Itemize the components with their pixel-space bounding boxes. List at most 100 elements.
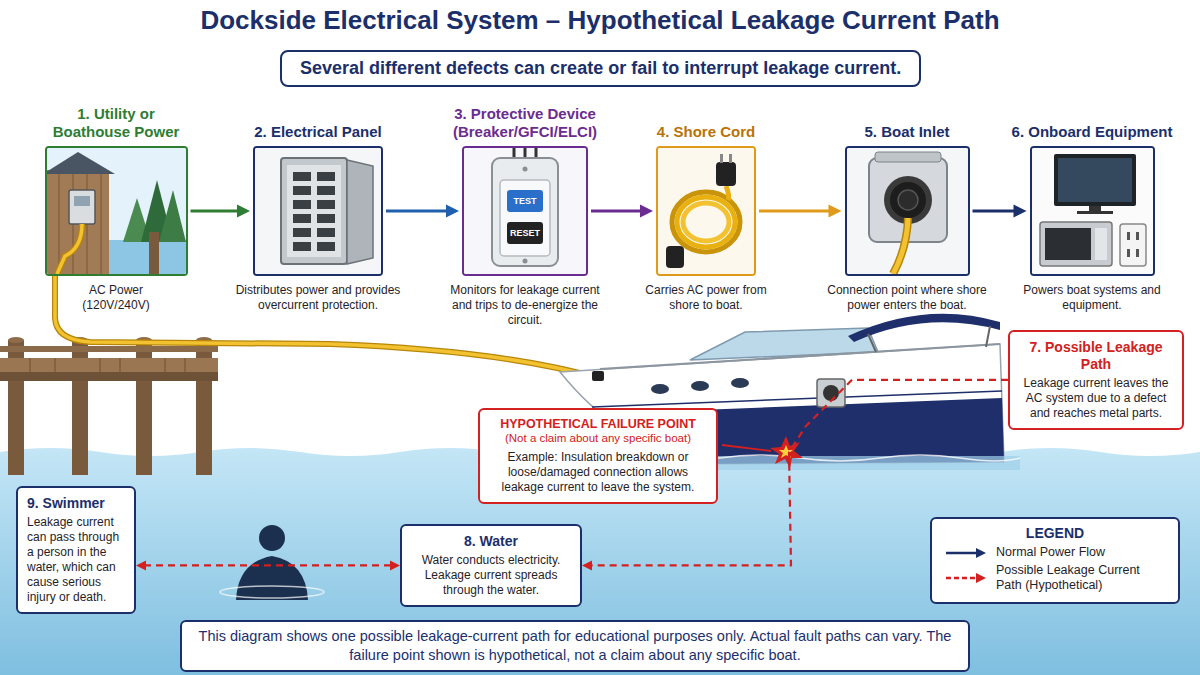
circle-shape <box>890 182 926 218</box>
path-shape <box>726 186 729 200</box>
circle-shape <box>259 525 285 551</box>
rect-shape <box>293 172 311 181</box>
arrowhead <box>446 205 459 218</box>
connector <box>973 205 1027 218</box>
rect-shape <box>1095 228 1107 260</box>
ellipse-shape <box>677 197 735 247</box>
rect-shape <box>464 148 586 274</box>
boathouse-illustration <box>47 148 186 274</box>
rect-shape <box>507 222 543 244</box>
button-label: TEST <box>507 190 543 212</box>
arrowhead <box>582 560 592 570</box>
rect-shape <box>492 158 558 266</box>
swatch-line <box>946 551 976 554</box>
step-description: Monitors for leakage current and trips t… <box>440 283 610 328</box>
rect-shape <box>281 158 347 264</box>
ellipse-shape <box>731 378 749 388</box>
connector-line <box>759 210 830 213</box>
illustration-frame <box>253 146 383 276</box>
rect-shape <box>0 358 218 372</box>
rect-shape <box>1054 154 1136 206</box>
rect-shape <box>317 186 335 195</box>
rect-shape <box>1127 232 1130 240</box>
path-shape <box>592 391 1002 407</box>
rect-shape <box>666 246 684 268</box>
path-shape <box>893 218 908 274</box>
circle-shape <box>523 259 528 264</box>
inlet-step: 5. Boat Inlet Connection point where sho… <box>812 83 1002 313</box>
illustration-frame <box>45 146 188 276</box>
step-heading: 1. Utility or Boathouse Power <box>41 105 191 141</box>
rect-shape <box>69 190 95 224</box>
illustration-frame <box>656 146 756 276</box>
heading-slot: 5. Boat Inlet <box>812 83 1002 141</box>
swimmer-figure <box>220 525 324 600</box>
rect-shape <box>317 242 335 251</box>
button-label: RESET <box>507 222 543 244</box>
connector-line <box>191 210 239 213</box>
rect-shape <box>817 379 845 407</box>
polygon-shape <box>770 436 803 468</box>
rect-shape <box>1136 232 1139 240</box>
caption-box: This diagram shows one possible leakage-… <box>180 620 970 672</box>
arrowhead <box>390 560 400 570</box>
panel-illustration <box>255 148 381 274</box>
rect-shape <box>293 228 311 237</box>
legend-text: Normal Power Flow <box>996 545 1105 560</box>
rect-shape <box>317 172 335 181</box>
path-shape <box>236 556 308 600</box>
legend-row: Normal Power Flow <box>944 545 1166 560</box>
rect-shape <box>287 165 341 257</box>
step-heading: 2. Electrical Panel <box>228 123 408 141</box>
rect-shape <box>500 180 550 256</box>
polygon-shape <box>779 445 793 458</box>
rect-shape <box>1136 249 1139 257</box>
rect-shape <box>1032 148 1153 274</box>
connector <box>759 205 842 218</box>
path-shape <box>893 218 908 274</box>
rect-shape <box>317 228 335 237</box>
legend-title: LEGEND <box>944 525 1166 541</box>
step-heading: 3. Protective Device (Breaker/GFCI/ELCI) <box>435 105 615 141</box>
path-shape <box>57 224 82 274</box>
rect-shape <box>293 200 311 209</box>
connector <box>386 205 459 218</box>
path-shape <box>514 148 536 158</box>
legend-text: Possible Leakage Current Path (Hypotheti… <box>996 563 1166 593</box>
rect-shape <box>317 200 335 209</box>
rect-shape <box>716 162 736 186</box>
failure-callout: HYPOTHETICAL FAILURE POINT(Not a claim a… <box>478 408 718 504</box>
polygon-shape <box>159 190 186 242</box>
connector <box>191 205 251 218</box>
rect-shape <box>592 371 604 381</box>
heading-text: 9. Swimmer <box>27 495 125 512</box>
rect-shape <box>729 154 732 163</box>
inlet-illustration <box>847 148 968 274</box>
arrowhead <box>136 560 146 570</box>
arrowhead <box>1014 205 1027 218</box>
connector <box>136 560 400 570</box>
circle-shape <box>823 385 839 401</box>
arrowhead <box>640 205 653 218</box>
ellipse-shape <box>691 381 709 391</box>
step-heading: 5. Boat Inlet <box>817 123 997 141</box>
body-text: Water conducts electricity. Leakage curr… <box>411 553 571 598</box>
path-shape <box>600 344 1000 369</box>
rect-shape <box>1040 222 1112 266</box>
arrowhead <box>829 205 842 218</box>
body-text: Example: Insulation breakdown or loose/d… <box>489 450 707 495</box>
legend-swatch <box>944 546 988 560</box>
connector-line <box>973 210 1015 213</box>
heading-slot: 6. Onboard Equipment <box>997 83 1187 141</box>
path-shape <box>57 224 82 274</box>
circle-shape <box>898 190 918 210</box>
callout-box: 7. Possible Leakage PathLeakage current … <box>1008 330 1184 430</box>
polygon-shape <box>47 152 115 174</box>
swatch-arrowhead <box>976 548 986 558</box>
heading-slot: 1. Utility or Boathouse Power <box>21 83 211 141</box>
illustration-frame <box>845 146 970 276</box>
step-heading: 6. Onboard Equipment <box>1002 123 1182 141</box>
circle-shape <box>523 167 528 172</box>
polygon-shape <box>347 160 373 264</box>
step-description: Distributes power and provides overcurre… <box>233 283 403 313</box>
